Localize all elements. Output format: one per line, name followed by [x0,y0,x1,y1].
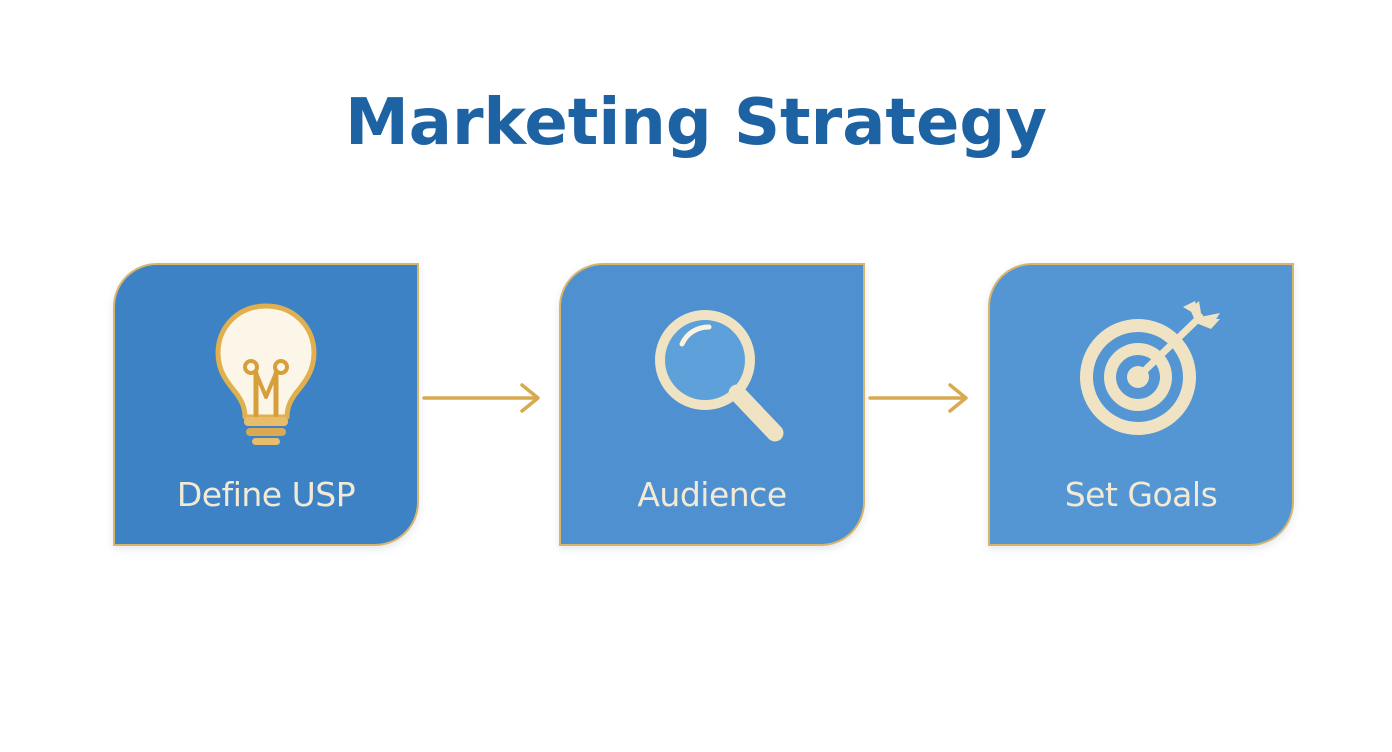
step-box-audience: Audience [559,263,865,546]
step-label-define-usp: Define USP [176,475,356,514]
magnifying-glass-icon [655,310,784,442]
lightbulb-icon [215,303,317,445]
step-label-audience: Audience [637,475,787,514]
step-label-set-goals: Set Goals [1064,475,1218,514]
step-box-define-usp: Define USP [113,263,419,546]
diagram-title: Marketing Strategy [345,86,1047,160]
step-box-set-goals: Set Goals [988,263,1294,546]
connector-arrow-1 [422,383,540,413]
connector-arrow-2 [868,383,968,413]
target-arrow-icon [1080,301,1220,435]
